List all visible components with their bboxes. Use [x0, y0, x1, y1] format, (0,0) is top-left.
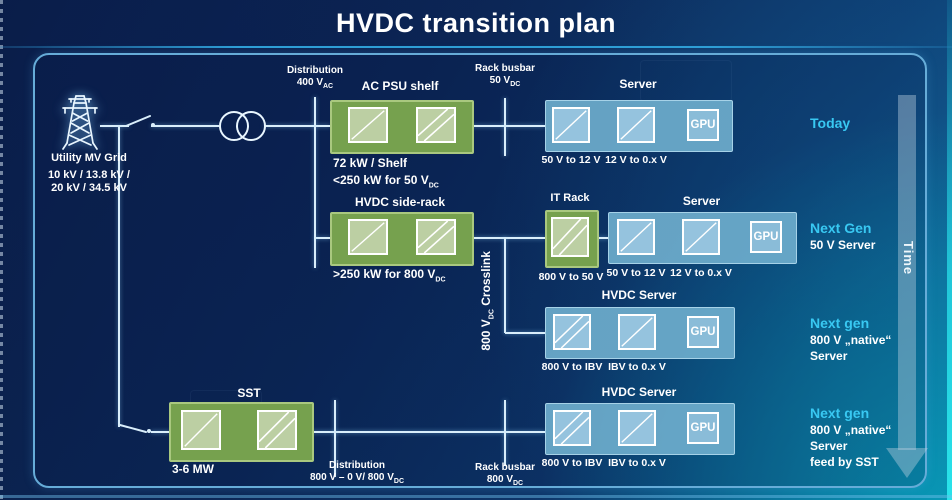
line-sst-to-hvdcserver — [310, 431, 545, 433]
converter-ibv-0xv — [618, 410, 656, 446]
rack-busbar-bottom — [504, 400, 506, 466]
converter-800v-50v — [551, 217, 589, 257]
milestone-nextgen-800v: Next gen 800 V „native“ Server — [810, 315, 892, 363]
line-crosslink-to-hvdcserver — [505, 332, 545, 334]
line-psu-to-server — [470, 125, 545, 127]
conv-label-800-ibv: 800 V to IBV — [541, 457, 603, 469]
hvdc-side-rack-title: HVDC side-rack — [354, 195, 446, 209]
milestone-nextgen-800v-sst: Next gen 800 V „native“ Server feed by S… — [810, 405, 892, 469]
server-nextgen50-title: Server — [682, 194, 721, 208]
distribution-top-label: Distribution 400 VAC — [286, 65, 344, 90]
converter-12v-0xv — [682, 219, 720, 255]
distribution-bottom-label: Distribution 800 V – 0 V/ 800 VDC — [309, 460, 405, 485]
conv-label-50-12: 50 V to 12 V — [606, 267, 666, 279]
milestone-nextgen-50v: Next Gen 50 V Server — [810, 220, 876, 252]
converter-dc-dc — [257, 410, 297, 450]
left-dashed-edge — [0, 0, 3, 500]
converter-ac-dc — [348, 219, 388, 255]
time-axis-label: Time — [901, 241, 916, 276]
distribution-bus-top — [314, 97, 316, 268]
sst-title: SST — [237, 386, 261, 400]
converter-ac-dc — [181, 410, 221, 450]
utility-grid-label: Utility MV Grid — [51, 152, 127, 164]
conv-label-12-0x: 12 V to 0.x V — [670, 267, 732, 279]
converter-ac-dc — [348, 107, 388, 143]
gpu-chip: GPU — [687, 412, 719, 444]
crosslink-label: 800 VDC Crosslink — [479, 251, 496, 351]
transformer-icon — [219, 111, 266, 141]
converter-dc-dc — [416, 107, 456, 143]
milestone-today: Today — [810, 115, 851, 131]
right-teal-edge — [947, 0, 952, 500]
line-switch-to-transformer — [151, 125, 219, 127]
conv-label-ibv-0x: IBV to 0.x V — [608, 457, 666, 469]
conv-label-12-0x: 12 V to 0.x V — [605, 154, 667, 166]
conv-label-ibv-0x: IBV to 0.x V — [608, 361, 666, 373]
line-siderack-to-itrack — [470, 237, 545, 239]
converter-800v-ibv — [553, 410, 591, 446]
line-itrack-to-server — [595, 237, 608, 239]
server-today-title: Server — [619, 77, 657, 91]
rack-busbar-bottom-label: Rack busbar 800 VDC — [474, 462, 536, 487]
gpu-chip: GPU — [687, 316, 719, 348]
converter-800v-ibv — [553, 314, 591, 350]
ac-psu-shelf-notes: 72 kW / Shelf <250 kW for 50 VDC — [333, 156, 439, 190]
converter-12v-0xv — [617, 107, 655, 143]
hvdc-server1-title: HVDC Server — [601, 288, 677, 302]
utility-voltages-line2: 20 kV / 34.5 kV — [51, 181, 127, 194]
converter-dc-dc — [416, 219, 456, 255]
utility-voltages-line1: 10 kV / 13.8 kV / — [48, 169, 130, 181]
disconnect-switch-icon — [125, 115, 155, 127]
line-grid-branch-down — [118, 126, 120, 427]
title-separator — [0, 46, 952, 48]
distribution-bus-bottom — [334, 400, 336, 477]
line-switch-to-sst — [151, 431, 170, 433]
converter-50v-12v — [552, 107, 590, 143]
conv-label-50-12: 50 V to 12 V — [541, 154, 601, 166]
it-rack-conv-label: 800 V to 50 V — [538, 271, 604, 283]
line-grid-to-switch — [100, 125, 129, 127]
rack-busbar-top-label: Rack busbar 50 VDC — [474, 63, 536, 88]
it-rack-title: IT Rack — [550, 192, 590, 204]
conv-label-800-ibv: 800 V to IBV — [541, 361, 603, 373]
time-arrow — [886, 95, 928, 478]
disconnect-switch-icon — [119, 424, 151, 433]
rack-busbar-top — [504, 98, 506, 156]
line-transformer-to-psu — [264, 125, 330, 127]
utility-grid-tower-icon — [62, 95, 98, 150]
gpu-chip: GPU — [687, 109, 719, 141]
crosslink-bus — [504, 237, 506, 333]
hvdc-side-rack-note: >250 kW for 800 VDC — [333, 267, 446, 284]
converter-50v-12v — [617, 219, 655, 255]
bottom-edge-line — [0, 495, 952, 498]
gpu-chip: GPU — [750, 221, 782, 253]
page-title: HVDC transition plan — [335, 8, 616, 38]
ac-psu-shelf-title: AC PSU shelf — [361, 79, 439, 93]
hvdc-server2-title: HVDC Server — [601, 385, 677, 399]
line-dist-to-siderack — [315, 237, 330, 239]
sst-note: 3-6 MW — [172, 462, 214, 476]
converter-ibv-0xv — [618, 314, 656, 350]
